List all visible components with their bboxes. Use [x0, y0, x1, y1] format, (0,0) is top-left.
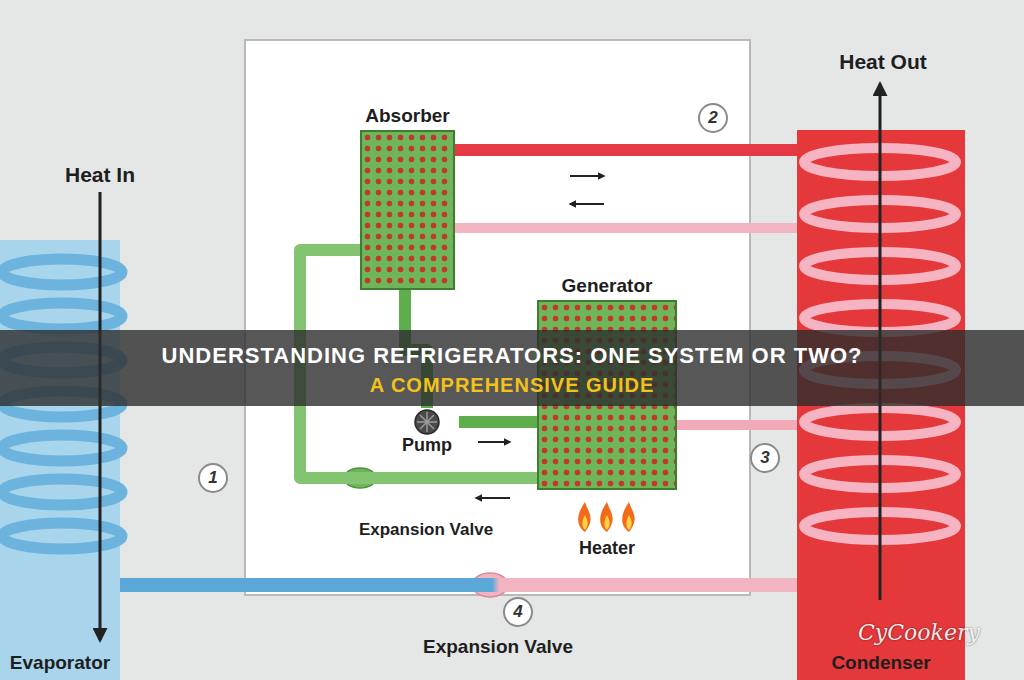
refrigerant-pipe — [120, 578, 797, 592]
absorber-box: Absorber — [360, 130, 455, 290]
text-label: Heater — [579, 538, 635, 559]
flame — [578, 502, 590, 532]
banner-subtitle: A COMPREHENSIVE GUIDE — [0, 374, 1024, 397]
coil-loop — [2, 523, 122, 549]
solution-pipe — [459, 416, 537, 428]
banner-title: UNDERSTANDING REFRIGERATORS: ONE SYSTEM … — [0, 330, 1024, 369]
callout-number: 2 — [698, 103, 728, 133]
flow-arrow — [476, 497, 510, 499]
heat-in-arrow — [99, 192, 102, 640]
node-label: Absorber — [365, 105, 449, 127]
pump-node: Pump — [395, 408, 459, 462]
callout-number: 1 — [198, 463, 228, 493]
text-label: Heat Out — [839, 50, 927, 74]
coil-loop — [2, 435, 122, 461]
title-banner: UNDERSTANDING REFRIGERATORS: ONE SYSTEM … — [0, 330, 1024, 406]
flow-arrow — [478, 441, 510, 443]
text-label: Expansion Valve — [423, 636, 573, 658]
node-label: Pump — [395, 435, 459, 456]
pump-symbol — [395, 408, 459, 436]
flame-core — [582, 515, 587, 530]
node-label: Evaporator — [0, 652, 120, 674]
callout-number: 3 — [750, 443, 780, 473]
coil-loop — [2, 259, 122, 285]
flow-arrow — [570, 203, 604, 205]
text-label: Expansion Valve — [359, 520, 493, 540]
text-label: Heat In — [65, 163, 135, 187]
coil-loop — [2, 303, 122, 329]
pump-impeller — [417, 412, 437, 432]
return-pipe — [455, 223, 797, 233]
flame-core — [626, 515, 631, 530]
coil-loop — [2, 479, 122, 505]
evaporator-column: Evaporator — [0, 240, 120, 680]
white-panel — [245, 40, 750, 595]
flow-arrow — [570, 175, 604, 177]
flame — [600, 502, 612, 532]
watermark: CyCookery — [858, 620, 980, 645]
vapor-pipe — [677, 420, 797, 430]
node-label: Condenser — [797, 652, 965, 674]
node-label: Generator — [562, 275, 653, 297]
pump-body — [415, 410, 439, 434]
heater-flames — [578, 502, 634, 532]
flame-core — [604, 515, 609, 530]
callout-number: 4 — [503, 597, 533, 627]
flame — [622, 502, 634, 532]
refrigerant-pipe — [455, 144, 797, 156]
